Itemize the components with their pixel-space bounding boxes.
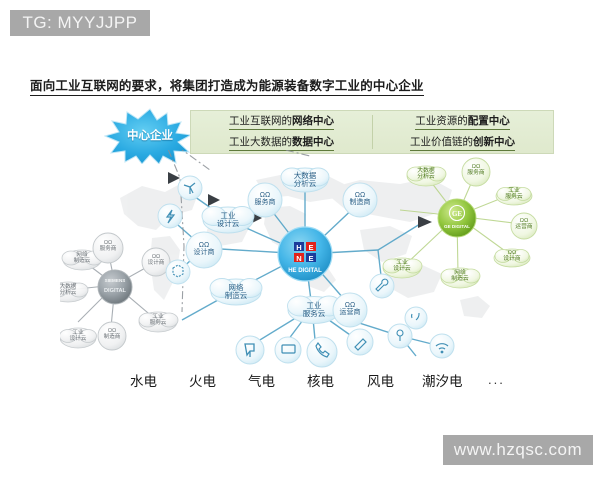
cell-prefix: 工业大数据的	[229, 136, 292, 148]
center-cell-allocation: 工业资源的配置中心	[372, 111, 553, 132]
telegram-watermark: TG: MYYJJPP	[10, 10, 150, 36]
energy-label-more: ...	[488, 372, 505, 387]
center-enterprise-starburst: 中心企业	[104, 108, 196, 164]
svg-text:E: E	[308, 243, 313, 252]
he-logo-mark: H E N E	[294, 242, 316, 263]
icon-circle-broadcast	[404, 306, 428, 330]
cell-emphasis: 配置中心	[467, 115, 510, 127]
energy-label-hydro: 水电	[130, 374, 157, 389]
icon-circle-wifi	[429, 333, 455, 359]
center-cell-network: 工业互联网的网络中心	[191, 111, 372, 132]
energy-label-nuclear: 核电	[307, 374, 334, 389]
cell-emphasis: 创新中心	[473, 136, 515, 148]
cell-prefix: 工业资源的	[415, 115, 468, 127]
siemens-hub-line1: SIEMENS	[105, 278, 126, 283]
cloud-bigdata-analysis	[280, 167, 330, 193]
circle-designer	[185, 231, 223, 269]
icon-circle-cursor	[235, 335, 265, 365]
box-divider	[372, 115, 373, 149]
energy-label-gas: 气电	[248, 374, 275, 389]
svg-text:E: E	[308, 254, 313, 263]
energy-type-labels: 水电 火电 气电 核电 风电 潮汐电 ...	[130, 370, 503, 392]
icon-circle-cube	[165, 259, 191, 285]
four-centers-box: 工业互联网的网络中心 工业资源的配置中心 工业大数据的数据中心 工业价值链的创新…	[190, 110, 554, 154]
ge-cloud-2	[495, 186, 533, 206]
page-title: 面向工业互联网的要求，将集团打造成为能源装备数字工业的中心企业	[30, 75, 424, 96]
siemens-circle-2	[97, 321, 127, 351]
cell-prefix: 工业价值链的	[410, 136, 473, 148]
ge-cloud-1	[406, 165, 447, 187]
starburst-shape	[104, 108, 193, 164]
ge-cloud-5	[440, 267, 481, 289]
siemens-nodes	[60, 232, 179, 351]
siemens-cloud-1	[61, 249, 104, 271]
svg-text:GE: GE	[452, 210, 462, 218]
siemens-cloud-4	[138, 311, 179, 333]
ge-circle-1	[461, 157, 491, 187]
icon-circle-laptop	[274, 336, 302, 364]
icon-circle-bolt	[157, 203, 183, 229]
cloud-network-manufacturing	[209, 278, 263, 306]
cell-emphasis: 数据中心	[292, 136, 334, 148]
ge-hub-wordmark: GE DIGITAL	[444, 224, 470, 229]
energy-label-thermal: 火电	[189, 374, 216, 389]
energy-label-wind: 风电	[367, 374, 394, 389]
siemens-hub-line2: DIGITAL	[104, 288, 127, 294]
svg-text:N: N	[296, 254, 301, 263]
cell-emphasis: 网络中心	[292, 115, 334, 127]
site-watermark: www.hzqsc.com	[443, 435, 593, 465]
diagram-svg: H E N E HE DIGITAL SIEMENS DIGITAL GE GE…	[60, 150, 538, 368]
siemens-circle-3	[141, 247, 171, 277]
svg-text:H: H	[296, 243, 301, 252]
siemens-cloud-3	[60, 327, 97, 349]
starburst-label: 中心企业	[127, 130, 173, 142]
center-cell-innovation: 工业价值链的创新中心	[372, 132, 553, 153]
ge-cloud-3	[493, 248, 531, 268]
ge-hub-mark: GE	[448, 204, 466, 222]
network-diagram: H E N E HE DIGITAL SIEMENS DIGITAL GE GE…	[60, 150, 560, 400]
he-hub-wordmark: HE DIGITAL	[288, 268, 322, 274]
ge-nodes	[382, 157, 538, 289]
siemens-cloud-2	[60, 281, 89, 303]
ge-cloud-4	[382, 257, 423, 279]
circle-operator	[332, 292, 368, 328]
siemens-circle-1	[92, 232, 124, 264]
ge-circle-2	[510, 212, 538, 240]
center-cell-data: 工业大数据的数据中心	[191, 132, 372, 153]
circle-manufacturer	[342, 182, 378, 218]
cloud-industrial-design	[201, 206, 255, 234]
circle-service-provider	[247, 182, 283, 218]
energy-label-tidal: 潮汐电	[422, 374, 463, 389]
he-hub-circle	[277, 226, 333, 282]
icon-circle-wrench	[369, 273, 395, 299]
cell-prefix: 工业互联网的	[229, 115, 292, 127]
he-nodes: H E N E	[157, 167, 455, 368]
